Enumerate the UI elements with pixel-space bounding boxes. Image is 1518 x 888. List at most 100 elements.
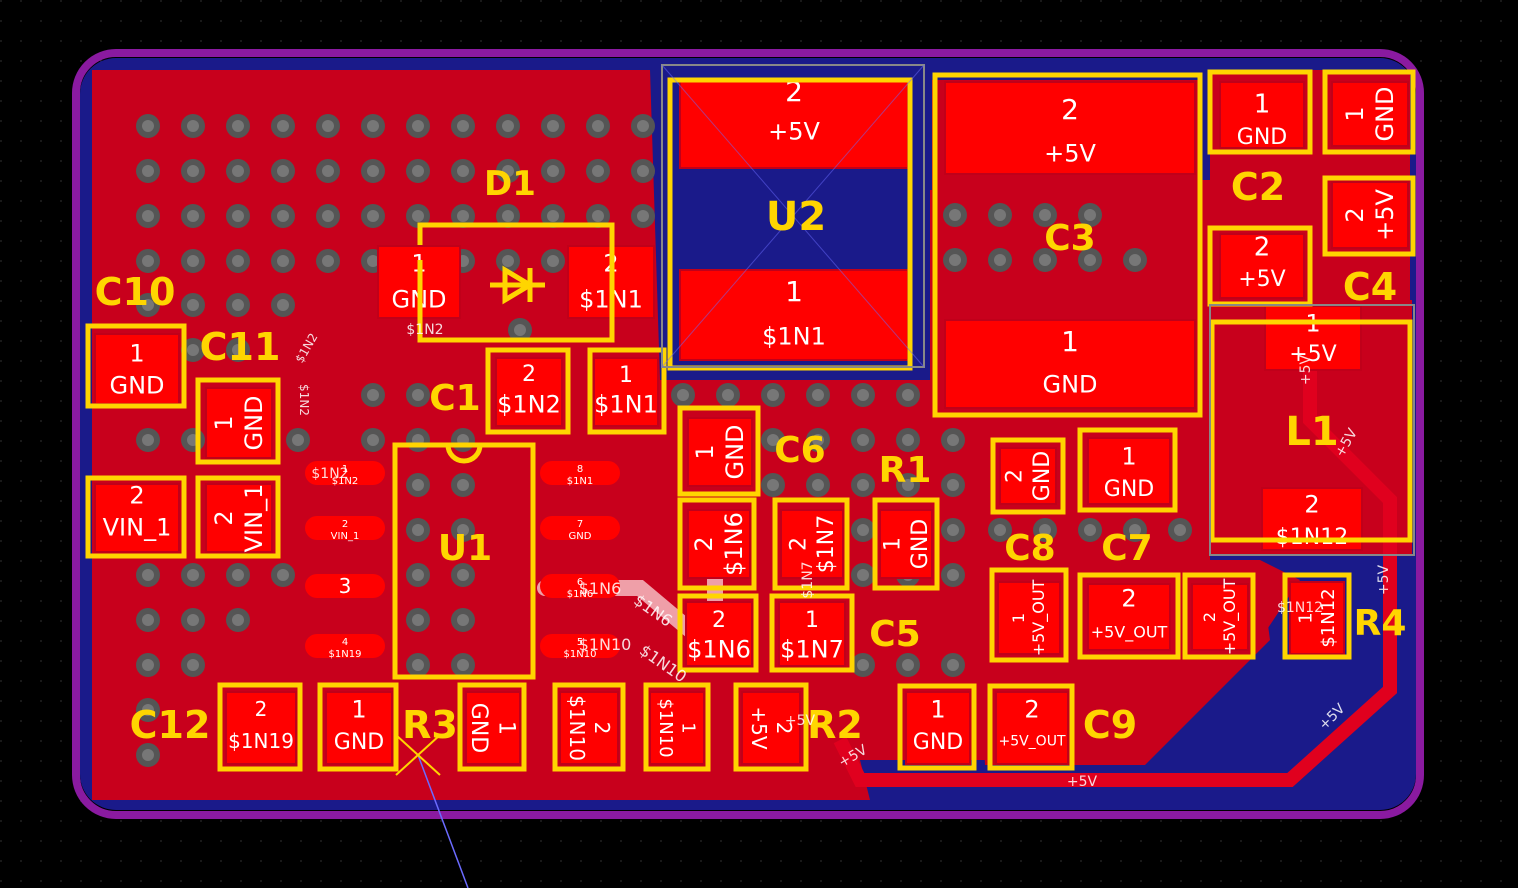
via-hole: [277, 165, 289, 177]
pad-r4-1[interactable]: 1$1N12: [1289, 581, 1345, 655]
pad-c4-2[interactable]: 2+5V: [1331, 181, 1409, 249]
u2-body: [661, 64, 925, 368]
pad-c6-2[interactable]: 2$1N6: [687, 509, 751, 579]
via-hole: [412, 524, 424, 536]
pad-u2-1[interactable]: 1$1N1: [679, 269, 909, 361]
via-hole: [277, 210, 289, 222]
pad-net: $1N10: [565, 695, 589, 761]
pad-number: 2: [522, 362, 536, 387]
pad-net: $1N1: [594, 391, 658, 419]
pad-net: $1N12: [1318, 588, 1339, 647]
via-hole: [502, 120, 514, 132]
pad-c5-b2[interactable]: 2$1N6: [685, 601, 753, 667]
pad-number: 1: [1296, 612, 1317, 623]
pin-net: VIN_1: [331, 531, 360, 542]
pad-net: $1N7: [814, 515, 839, 573]
pad-net: $1N2: [497, 391, 561, 419]
pad-net: $1N6: [720, 512, 748, 576]
pad-c12-2[interactable]: 2$1N19: [225, 691, 297, 765]
via-hole: [857, 569, 869, 581]
via-hole: [947, 569, 959, 581]
pad-net: +5V: [768, 118, 820, 146]
pad-number: 2: [210, 510, 238, 525]
via-hole: [1039, 524, 1051, 536]
pin-number: 8: [577, 464, 583, 475]
pad-c3-2[interactable]: 2+5V: [944, 81, 1196, 175]
u1-pin-6[interactable]: 6$1N6: [540, 574, 620, 600]
via-array: [136, 114, 1192, 767]
pad-c9-2b[interactable]: 2+5V_OUT: [1191, 578, 1249, 655]
via-hole: [637, 165, 649, 177]
pad-number: 1: [1254, 89, 1271, 119]
via-hole: [187, 255, 199, 267]
pad-r2-1[interactable]: 1$1N10: [649, 691, 705, 765]
via-hole: [232, 210, 244, 222]
pad-c7-2[interactable]: 2+5V_OUT: [1087, 583, 1171, 651]
via-hole: [1174, 524, 1186, 536]
via-hole: [187, 569, 199, 581]
pad-number: 1: [880, 537, 905, 551]
via-hole: [412, 120, 424, 132]
pad-c1-2[interactable]: 2 $1N2: [495, 357, 563, 427]
pad-c9-2[interactable]: 2+5V_OUT: [995, 691, 1069, 765]
via-hole: [412, 614, 424, 626]
pad-c5-b1[interactable]: 1$1N7: [778, 601, 846, 667]
via-hole: [722, 389, 734, 401]
refdes-c12: C12: [130, 703, 211, 747]
pin-net: $1N19: [329, 649, 362, 660]
u1-pin-3[interactable]: 3: [305, 574, 385, 598]
pad-net: +5V_OUT: [1220, 578, 1240, 655]
pad-number: 1: [1061, 325, 1079, 358]
pad-u2-2[interactable]: 2+5V: [679, 75, 909, 169]
pad-net: GND: [334, 730, 384, 755]
pin-number: 1: [342, 464, 348, 475]
via-hole: [367, 165, 379, 177]
pad-c5-2[interactable]: 2$1N7: [780, 509, 844, 579]
pad-number: 1: [785, 275, 803, 308]
pad-l1-1[interactable]: 1+5V: [1264, 305, 1362, 371]
refdes-c2: C2: [1231, 165, 1285, 209]
u1-pin-4[interactable]: 4$1N19: [305, 634, 385, 660]
pad-r2-2[interactable]: 2+5V: [741, 691, 801, 765]
pad-number: 2: [590, 722, 614, 735]
pad-number: 1: [619, 363, 633, 388]
via-hole: [187, 659, 199, 671]
pad-r3-2[interactable]: 2$1N10: [559, 691, 619, 765]
u1-pin-8[interactable]: 8$1N1: [540, 461, 620, 487]
pad-c8-1[interactable]: 1+5V_OUT: [997, 579, 1061, 656]
via-hole: [142, 299, 154, 311]
pad-net: $1N6: [687, 636, 751, 664]
via-hole: [457, 614, 469, 626]
via-hole: [142, 614, 154, 626]
refdes-c11: C11: [200, 325, 281, 369]
u1-pin-5[interactable]: 5$1N10: [540, 634, 620, 660]
pad-net: GND: [1042, 371, 1097, 399]
via-hole: [994, 524, 1006, 536]
via-hole: [592, 165, 604, 177]
via-hole: [367, 210, 379, 222]
pad-net: GND: [1104, 477, 1154, 502]
pad-c2-2[interactable]: 2+5V: [1219, 232, 1305, 299]
refdes-c1: C1: [429, 378, 480, 419]
pad-c1-1[interactable]: 1 $1N1: [593, 357, 659, 427]
u1-pin-1[interactable]: 1$1N2: [305, 461, 385, 487]
via-hole: [142, 120, 154, 132]
via-hole: [367, 120, 379, 132]
